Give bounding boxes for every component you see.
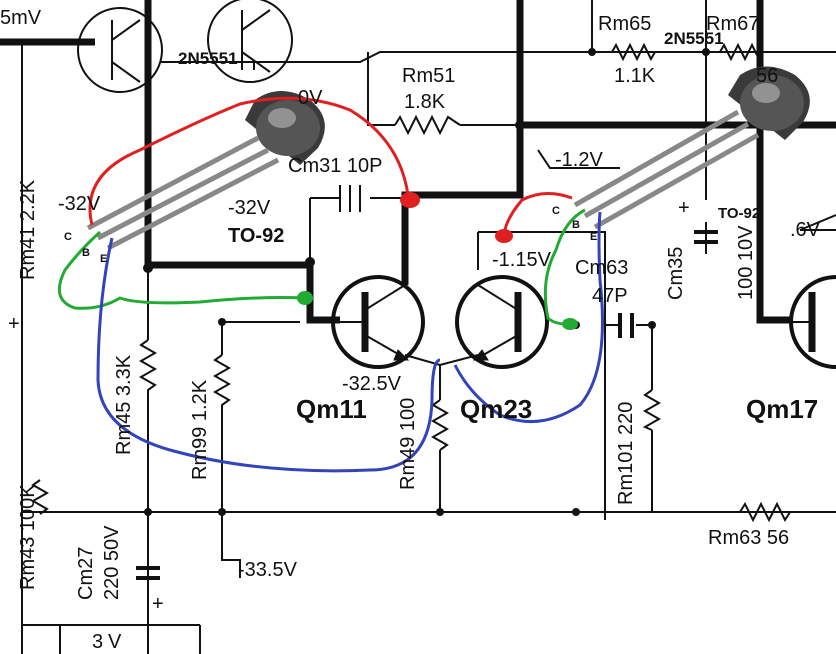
label-plus-cm35: + [678, 197, 690, 219]
label-rm49: Rm49 100 [397, 398, 419, 490]
label-pin-b-right: B [572, 219, 580, 231]
junction-dots [143, 48, 710, 516]
label-plus-left: + [8, 313, 20, 335]
label-cm31: Cm31 10P [288, 155, 383, 177]
label-v-minus32-5: -32.5V [342, 373, 402, 395]
label-v-minus1-2: -1.2V [555, 149, 603, 171]
label-to92-right: TO-92 [718, 205, 760, 222]
resistor-rm101 [642, 389, 662, 431]
label-part-top: 2N5551 [178, 49, 238, 68]
label-v-minus32-a: -32V [58, 193, 101, 215]
label-cm27: Cm27 [75, 547, 97, 600]
green-wire [57, 208, 586, 326]
label-cm35-val: 100 10V [735, 225, 757, 300]
label-rm101: Rm101 220 [615, 402, 637, 505]
label-qm11: Qm11 [296, 394, 367, 424]
green-dots [297, 291, 578, 330]
resistor-rm65 [611, 42, 656, 62]
capacitor-cm35 [694, 230, 718, 244]
resistor-rm51 [394, 114, 461, 136]
label-rm65-val: 1.1K [614, 65, 656, 87]
label-pin-b-left: B [82, 247, 90, 259]
label-cm63-name: Cm63 [575, 257, 628, 279]
red-dots [400, 192, 513, 243]
label-qm23: Qm23 [460, 394, 532, 424]
capacitors [136, 185, 718, 580]
label-pin-c-right: C [552, 205, 560, 217]
label-rm67-name: Rm67 [706, 13, 759, 35]
resistor-rm67 [719, 42, 764, 62]
resistor-rm99 [212, 354, 232, 410]
label-rm67-val: 56 [756, 65, 778, 87]
transistor-qm11-symbol [331, 275, 425, 369]
transistor-symbol-top-left [77, 7, 163, 93]
label-rm51-name: Rm51 [402, 65, 455, 87]
label-rm43: Rm43 100K [17, 484, 39, 590]
transistor-symbol-top-middle [207, 0, 293, 83]
resistor-rm63 [739, 501, 791, 523]
label-plus-cm27: + [152, 593, 164, 615]
label-rm51-val: 1.8K [404, 91, 446, 113]
resistor-rm45 [138, 339, 158, 400]
label-0v: 0V [298, 87, 323, 109]
label-pin-e-right: E [590, 231, 597, 243]
label-v-minus33-5: -33.5V [238, 559, 298, 581]
labels: 5mV 2N5551 2N5551 Rm65 1.1K Rm67 56 0V R… [0, 7, 821, 653]
schematic-transistors [77, 0, 836, 369]
label-cm63-val: 47P [592, 285, 628, 307]
label-rm65-name: Rm65 [598, 13, 651, 35]
capacitor-cm63 [618, 313, 634, 338]
label-cm35: Cm35 [665, 247, 687, 300]
red-wire [88, 96, 573, 237]
label-cm27-val: 220 50V [101, 525, 123, 600]
label-bottom-left-a: 3 [92, 631, 103, 653]
capacitor-cm31 [339, 185, 361, 212]
label-pin-e-left: E [100, 253, 107, 265]
transistor-qm23-symbol [455, 275, 549, 369]
label-top-left-voltage: 5mV [0, 7, 42, 29]
to92-package-left [86, 91, 325, 251]
label-to92-left: TO-92 [228, 225, 284, 247]
label-qm17: Qm17 [746, 394, 818, 424]
label-bottom-left-b: V [108, 631, 122, 653]
resistor-rm43 [30, 479, 50, 515]
label-rm41: Rm41 2.2K [17, 179, 39, 280]
label-v-minus1-15: -1.15V [492, 249, 552, 271]
blue-wire [96, 211, 604, 473]
label-v-minus32-b: -32V [228, 197, 271, 219]
to92-package-right [573, 66, 810, 230]
capacitor-cm27 [136, 566, 160, 580]
resistors [30, 42, 791, 523]
label-rm63: Rm63 56 [708, 527, 789, 549]
label-part-right: 2N5551 [664, 29, 724, 48]
label-rm99: Rm99 1.2K [189, 379, 211, 480]
label-rm45: Rm45 3.3K [113, 354, 135, 455]
label-pin-c-left: C [64, 231, 72, 243]
resistor-rm49 [430, 399, 450, 451]
label-v-right: .6V [790, 219, 821, 241]
